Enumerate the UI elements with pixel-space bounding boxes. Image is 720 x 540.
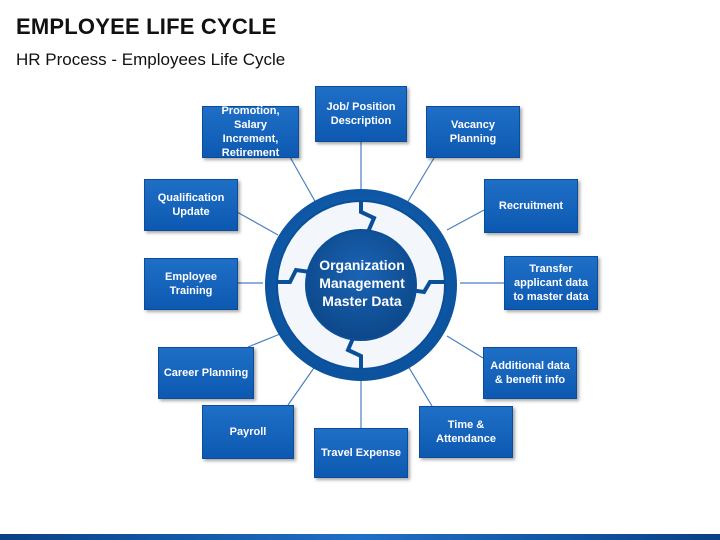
connector-qualification bbox=[236, 211, 279, 236]
box-payroll: Payroll bbox=[202, 405, 294, 459]
footer-bar bbox=[0, 534, 720, 540]
connector-additional bbox=[446, 335, 484, 359]
box-qualification-update: Qualification Update bbox=[144, 179, 238, 231]
box-additional-data: Additional data & benefit info bbox=[483, 347, 577, 399]
page-subtitle: HR Process - Employees Life Cycle bbox=[16, 50, 286, 69]
box-travel-expense: Travel Expense bbox=[314, 428, 408, 478]
connector-lines bbox=[236, 142, 504, 428]
cycle-ring bbox=[265, 189, 457, 381]
box-recruitment: Recruitment bbox=[484, 179, 578, 233]
box-transfer-applicant: Transfer applicant data to master data bbox=[504, 256, 598, 310]
connector-vacancy bbox=[406, 157, 435, 204]
box-employee-training: Employee Training bbox=[144, 258, 238, 310]
connector-promotion bbox=[289, 156, 317, 204]
box-promotion-salary: Promotion, Salary Increment, Retirement bbox=[202, 105, 299, 159]
connector-recruitment bbox=[446, 209, 485, 231]
center-label: Organization Management Master Data bbox=[319, 257, 405, 309]
box-career-planning: Career Planning bbox=[158, 347, 254, 399]
box-vacancy-planning: Vacancy Planning bbox=[426, 106, 520, 158]
box-job-position: Job/ Position Description bbox=[315, 86, 407, 142]
page-title: EMPLOYEE LIFE CYCLE bbox=[16, 14, 277, 39]
connector-payroll bbox=[287, 364, 317, 406]
box-time-attendance: Time & Attendance bbox=[419, 406, 513, 458]
connector-time bbox=[407, 365, 433, 407]
center-disc bbox=[305, 229, 417, 341]
connector-career bbox=[247, 333, 281, 348]
